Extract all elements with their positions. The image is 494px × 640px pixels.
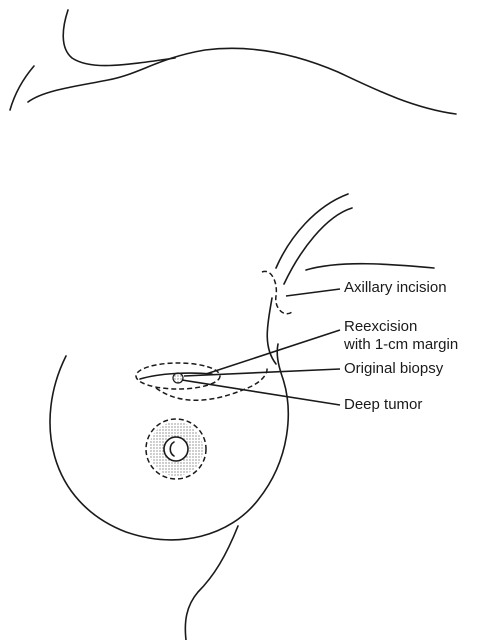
leader-axillary-incision — [286, 289, 340, 296]
leader-lines — [182, 289, 340, 405]
label-original-biopsy: Original biopsy — [344, 360, 443, 378]
axilla-line-2 — [284, 208, 352, 284]
label-deep-tumor: Deep tumor — [344, 396, 422, 414]
label-reexcision-line2: with 1-cm margin — [344, 336, 458, 354]
breast-outline — [50, 344, 288, 640]
torso-line — [185, 526, 238, 640]
deep-tumor-mark — [173, 373, 183, 383]
excision-area — [136, 363, 267, 400]
shoulder-outline — [10, 10, 456, 114]
leader-deep-tumor — [182, 380, 340, 405]
leader-original-biopsy — [184, 369, 340, 376]
shoulder-line — [28, 48, 456, 114]
nipple-outline — [164, 437, 188, 461]
label-axillary-incision: Axillary incision — [344, 279, 447, 297]
leader-reexcision — [206, 330, 340, 374]
nipple-areola — [146, 419, 206, 479]
arm-line — [10, 66, 34, 110]
axilla-line-1 — [276, 194, 348, 268]
neck-line — [63, 10, 175, 66]
arm-underside-line — [306, 264, 434, 270]
label-reexcision-line1: Reexcision — [344, 318, 417, 336]
